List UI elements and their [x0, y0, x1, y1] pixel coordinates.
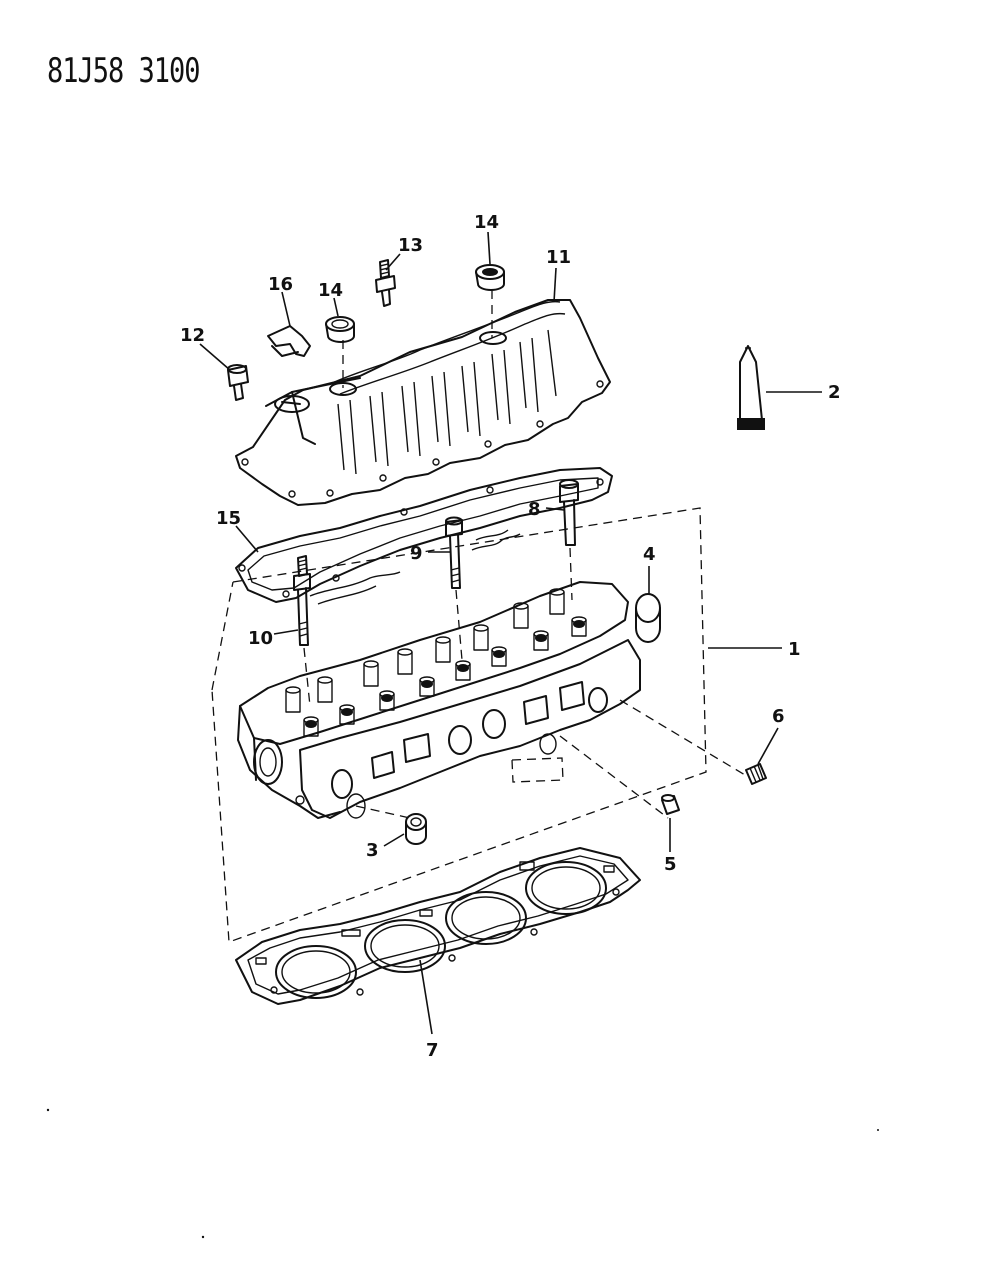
callout-13: 13: [385, 235, 423, 271]
stud[interactable]: [745, 763, 767, 785]
cylinder-head[interactable]: [237, 581, 746, 819]
sealant-tube[interactable]: [737, 345, 765, 430]
callout-label: 14: [474, 212, 499, 233]
callout-label: 4: [643, 544, 656, 565]
callout-label: 2: [828, 382, 841, 403]
dowel-pin[interactable]: [661, 794, 680, 815]
speck: [877, 1129, 879, 1131]
speck: [46, 1108, 50, 1112]
callout-2: 2: [766, 382, 841, 403]
callout-5: 5: [664, 818, 677, 875]
callout-label: 9: [410, 543, 423, 564]
callout-1: 1: [708, 639, 801, 660]
callout-11: 11: [546, 247, 571, 303]
callout-label: 10: [248, 628, 273, 649]
valve-cover-gasket[interactable]: [235, 467, 613, 603]
callout-label: 13: [398, 235, 423, 256]
expansion-plug[interactable]: [635, 593, 661, 643]
callout-label: 7: [426, 1040, 439, 1061]
callout-label: 3: [366, 840, 379, 861]
callout-label: 12: [180, 325, 205, 346]
callout-12: 12: [180, 325, 231, 371]
callout-7: 7: [419, 959, 439, 1061]
valve-cover[interactable]: [235, 299, 611, 506]
callout-label: 6: [772, 706, 785, 727]
callout-9: 9: [410, 543, 450, 564]
callout-label: 14: [318, 280, 343, 301]
callout-label: 16: [268, 274, 293, 295]
callout-label: 5: [664, 854, 677, 875]
head-bolt-stud[interactable]: [293, 555, 311, 707]
callout-label: 11: [546, 247, 571, 268]
page-code: 81J58 3100: [47, 52, 201, 91]
callout-4: 4: [643, 544, 656, 594]
head-bolt-medium[interactable]: [445, 516, 463, 661]
callout-label: 1: [788, 639, 801, 660]
grommet-right[interactable]: [475, 264, 505, 291]
callout-16: 16: [268, 274, 293, 327]
callout-label: 15: [216, 508, 241, 529]
callout-10: 10: [248, 628, 299, 649]
valve-cover-stud[interactable]: [375, 259, 396, 307]
callout-6: 6: [757, 706, 785, 765]
pipe-plug[interactable]: [405, 813, 427, 845]
callout-15: 15: [216, 508, 259, 553]
callout-14b: 14: [474, 212, 499, 265]
oil-filler-cap[interactable]: [267, 325, 311, 357]
head-bolt-long[interactable]: [559, 479, 579, 601]
callout-8: 8: [528, 499, 565, 520]
callout-label: 8: [528, 499, 541, 520]
valve-cover-screw[interactable]: [227, 364, 249, 401]
speck: [201, 1235, 205, 1239]
cylinder-head-gasket[interactable]: [235, 847, 641, 1005]
cylinder-head-assembly-outline: [211, 507, 707, 943]
grommet-left[interactable]: [325, 316, 355, 343]
callout-14a: 14: [318, 280, 343, 317]
callout-3: 3: [366, 833, 405, 861]
